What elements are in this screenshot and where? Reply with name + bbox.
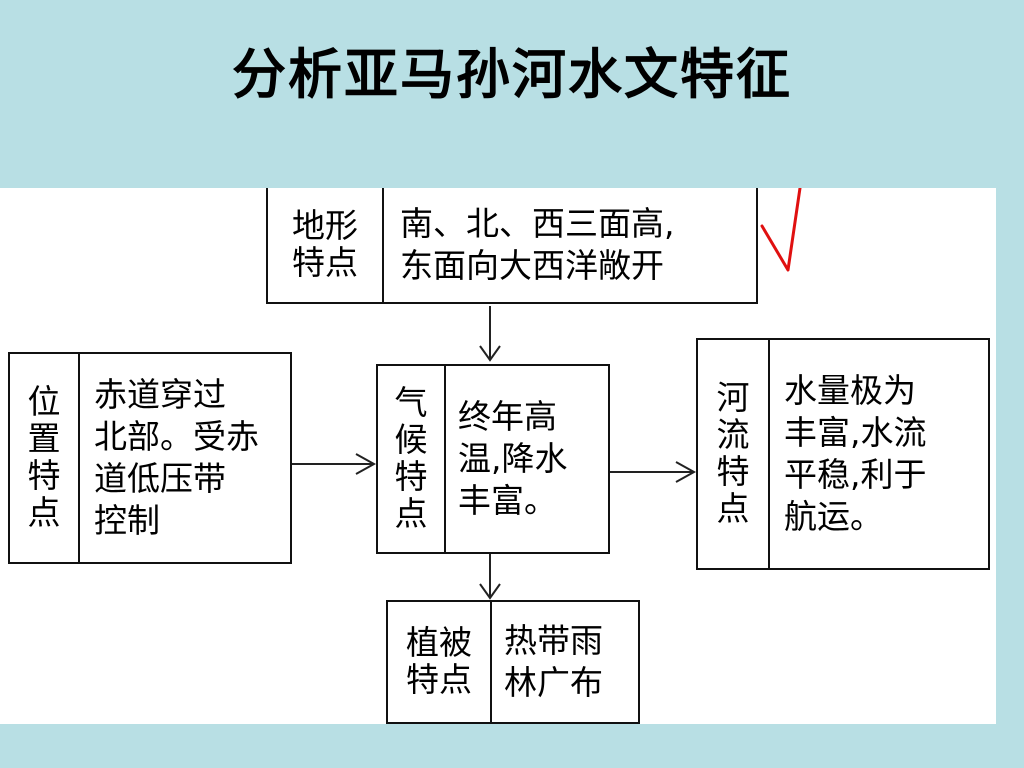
climate-label-char: 气 [394, 383, 428, 423]
river-text-line: 水量极为 [784, 370, 916, 410]
river-text: 水量极为 丰富,水流 平稳,利于 航运。 [770, 340, 927, 568]
location-text-line: 北部。受赤 [94, 416, 259, 456]
climate-label-char: 特 [394, 457, 428, 496]
river-label-char: 河 [716, 378, 750, 418]
vegetation-text: 热带雨 林广布 [492, 602, 603, 722]
location-label-char: 特 [27, 456, 61, 495]
terrain-text-line2: 东面向大西洋敞开 [400, 246, 664, 285]
vegetation-label-line: 植被 [406, 623, 472, 663]
terrain-label: 地形 特点 [268, 188, 384, 302]
location-label-char: 位 [27, 382, 61, 422]
vegetation-label-line: 特点 [406, 660, 472, 699]
vegetation-label: 植被 特点 [388, 602, 492, 722]
climate-text: 终年高 温,降水 丰富。 [446, 366, 568, 552]
climate-box: 气 候 特 点 终年高 温,降水 丰富。 [376, 364, 610, 554]
location-text: 赤道穿过 北部。受赤 道低压带 控制 [80, 354, 259, 562]
location-label: 位 置 特 点 [10, 354, 80, 562]
climate-label: 气 候 特 点 [378, 366, 446, 552]
location-text-line: 控制 [94, 501, 160, 541]
river-text-line: 航运。 [784, 497, 883, 537]
terrain-text-line1: 南、北、西三面高, [400, 203, 675, 243]
climate-text-line: 温,降水 [458, 438, 568, 478]
river-text-line: 丰富,水流 [784, 412, 927, 452]
river-label-char: 流 [716, 415, 750, 455]
climate-text-line: 终年高 [458, 396, 557, 436]
vegetation-text-line: 林广布 [504, 663, 603, 702]
location-label-char: 置 [27, 419, 61, 459]
location-box: 位 置 特 点 赤道穿过 北部。受赤 道低压带 控制 [8, 352, 292, 564]
terrain-label-line2: 特点 [292, 243, 358, 282]
location-text-line: 赤道穿过 [94, 374, 226, 414]
river-label-char: 点 [716, 488, 750, 528]
river-box: 河 流 特 点 水量极为 丰富,水流 平稳,利于 航运。 [696, 338, 990, 570]
climate-label-char: 候 [394, 420, 428, 460]
diagram-panel: 地形 特点 南、北、西三面高, 东面向大西洋敞开 位 置 特 点 赤道穿过 北部… [0, 188, 996, 724]
river-label: 河 流 特 点 [698, 340, 770, 568]
river-label-char: 特 [716, 452, 750, 491]
location-label-char: 点 [27, 492, 61, 532]
climate-label-char: 点 [394, 493, 428, 533]
terrain-box: 地形 特点 南、北、西三面高, 东面向大西洋敞开 [266, 188, 758, 304]
river-text-line: 平稳,利于 [784, 455, 927, 494]
page-title: 分析亚马孙河水文特征 [232, 43, 792, 106]
climate-text-line: 丰富。 [458, 481, 557, 521]
check-mark-terrain [760, 188, 802, 272]
vegetation-box: 植被 特点 热带雨 林广布 [386, 600, 640, 724]
terrain-text: 南、北、西三面高, 东面向大西洋敞开 [384, 188, 675, 302]
vegetation-text-line: 热带雨 [504, 620, 603, 660]
terrain-label-line1: 地形 [292, 206, 358, 246]
location-text-line: 道低压带 [94, 459, 226, 498]
